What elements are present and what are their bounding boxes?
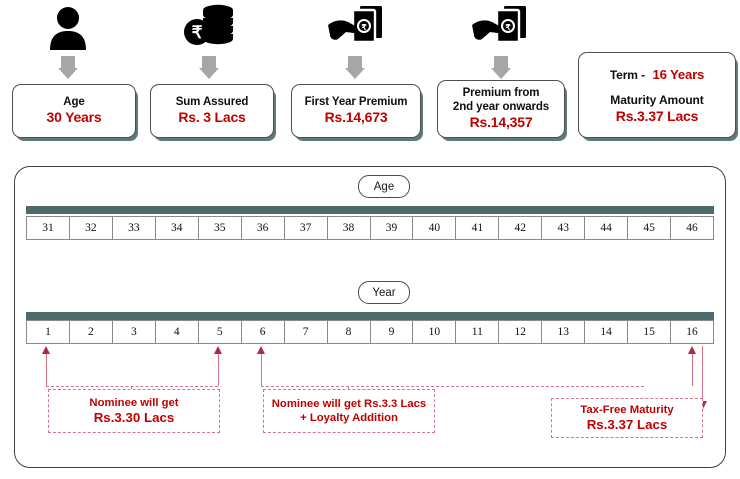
age-cell-41: 41 [456, 217, 500, 239]
year-cell-9: 9 [371, 321, 414, 343]
card-first-year-premium: First Year Premium Rs.14,673 [291, 84, 421, 138]
card-premium-2nd-year-label1: Premium from [462, 87, 540, 100]
card-age-label: Age [63, 96, 85, 109]
age-cell-32: 32 [70, 217, 113, 239]
age-cell-31: 31 [27, 217, 70, 239]
callout-3-line2: Rs.3.37 Lacs [586, 416, 668, 432]
year-cell-16: 16 [671, 321, 714, 343]
card-age-value: 30 Years [46, 109, 102, 126]
year-cell-12: 12 [499, 321, 543, 343]
maturity-label: Maturity Amount [610, 93, 704, 108]
age-cell-45: 45 [628, 217, 672, 239]
age-cell-39: 39 [371, 217, 414, 239]
card-sum-assured-value: Rs. 3 Lacs [178, 109, 246, 126]
age-cell-43: 43 [542, 217, 586, 239]
rupee-coins-icon: ₹ [180, 2, 238, 52]
svg-text:₹: ₹ [505, 23, 510, 32]
term-value: 16 Years [652, 66, 705, 82]
callout-3-line1: Tax-Free Maturity [580, 403, 674, 416]
year-cell-2: 2 [70, 321, 113, 343]
callout-nominee-year1-5: Nominee will get Rs.3.30 Lacs [48, 389, 220, 433]
svg-text:₹: ₹ [361, 23, 366, 32]
year-axis-bar [26, 312, 714, 320]
card-sum-assured: Sum Assured Rs. 3 Lacs [150, 84, 274, 138]
age-cell-36: 36 [242, 217, 285, 239]
card-term-maturity: Term - 16 Years Maturity Amount Rs.3.37 … [578, 52, 736, 138]
card-first-year-premium-value: Rs.14,673 [324, 109, 388, 126]
year-cell-11: 11 [456, 321, 500, 343]
age-axis-bar [26, 206, 714, 214]
age-cell-33: 33 [113, 217, 156, 239]
age-cell-37: 37 [285, 217, 328, 239]
year-cell-8: 8 [328, 321, 371, 343]
age-cell-44: 44 [585, 217, 629, 239]
card-premium-2nd-year-value: Rs.14,357 [469, 114, 533, 131]
year-pill: Year [358, 281, 410, 304]
year-cell-5: 5 [199, 321, 242, 343]
age-pill: Age [358, 175, 410, 198]
callout-1-line2: Rs.3.30 Lacs [93, 409, 175, 425]
year-cell-14: 14 [585, 321, 629, 343]
term-label: Term - [609, 67, 646, 82]
year-cell-15: 15 [628, 321, 672, 343]
card-age: Age 30 Years [12, 84, 136, 138]
svg-text:₹: ₹ [192, 23, 203, 42]
year-cell-6: 6 [242, 321, 285, 343]
callout-1-line1: Nominee will get [89, 396, 179, 409]
person-icon [44, 4, 92, 50]
callout-tax-free-maturity: Tax-Free Maturity Rs.3.37 Lacs [551, 398, 703, 438]
age-cell-42: 42 [499, 217, 543, 239]
maturity-value: Rs.3.37 Lacs [615, 108, 699, 125]
card-premium-2nd-year-label2: 2nd year onwards [452, 101, 550, 114]
year-cell-7: 7 [285, 321, 328, 343]
callout-2-line2: + Loyalty Addition [300, 412, 398, 424]
year-cell-1: 1 [27, 321, 70, 343]
age-cell-46: 46 [671, 217, 714, 239]
year-cell-4: 4 [156, 321, 199, 343]
hand-cash-icon: ₹ [326, 3, 388, 51]
callout-2-line1: Nominee will get Rs.3.3 Lacs [271, 397, 427, 410]
card-premium-2nd-year: Premium from 2nd year onwards Rs.14,357 [437, 80, 565, 138]
age-cell-34: 34 [156, 217, 199, 239]
year-cell-13: 13 [542, 321, 586, 343]
callout-nominee-loyalty: Nominee will get Rs.3.3 Lacs + Loyalty A… [263, 389, 435, 433]
age-cell-38: 38 [328, 217, 371, 239]
age-cell-40: 40 [413, 217, 457, 239]
card-first-year-premium-label: First Year Premium [304, 96, 408, 109]
year-cell-3: 3 [113, 321, 156, 343]
card-sum-assured-label: Sum Assured [175, 96, 249, 109]
year-cell-10: 10 [413, 321, 457, 343]
age-cell-35: 35 [199, 217, 242, 239]
hand-cash-icon-2: ₹ [470, 3, 532, 51]
